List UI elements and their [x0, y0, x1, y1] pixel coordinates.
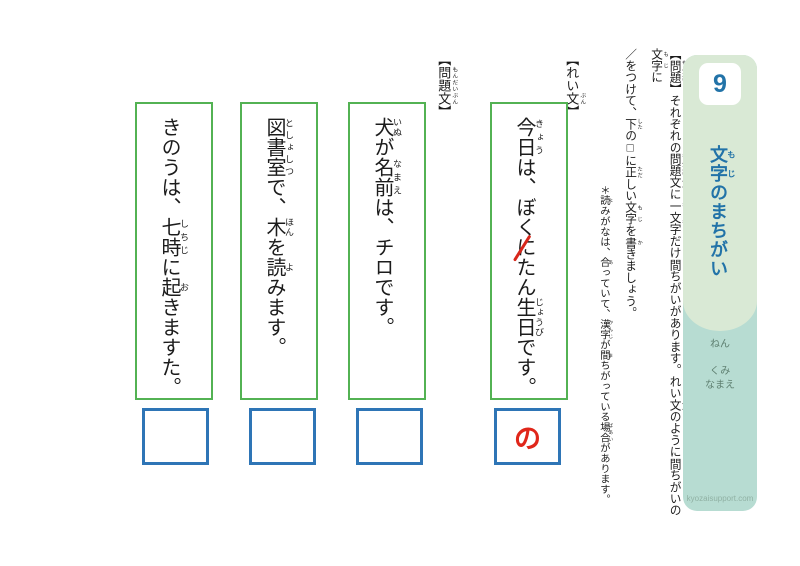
- problem-3-sentence: きのうは、七時しちじに起おきますた。: [158, 117, 189, 397]
- lesson-number: 9: [713, 69, 727, 98]
- field-name-label[interactable]: なまえ: [705, 380, 735, 391]
- sidebar: 9 文字もじのまちがい ねん くみ なまえ kyozaisupport.com: [683, 55, 757, 511]
- problem-2-sentence-box: 図書室としょしつで、木ほんを読よみます。: [240, 102, 318, 400]
- instructions-line1: 【問題もんだい】それぞれの問題文もんだいぶんに一文字ひともじだけ間まちがいがあり…: [649, 48, 687, 517]
- example-section-label: 【れい文ぶん】: [564, 53, 585, 118]
- field-year-label[interactable]: ねん: [710, 339, 730, 350]
- example-sentence-box: 今日きょうは、ぼくにたん生日じょうびです。: [490, 102, 568, 400]
- problem-2-answer-box[interactable]: [249, 408, 316, 465]
- problem-3-answer-box[interactable]: [142, 408, 209, 465]
- example-answer: の: [514, 424, 541, 454]
- problem-1-sentence-box: 犬いぬが名前なまえは、チロです。: [348, 102, 426, 400]
- problem-1-answer-box[interactable]: [356, 408, 423, 465]
- example-answer-box[interactable]: の: [494, 408, 561, 465]
- problem-2-sentence: 図書室としょしつで、木ほんを読よみます。: [263, 117, 294, 357]
- instructions-note: ＊読よみがなは、合あっていて、漢字かんじが間まちがっている場合ばあいがあります。: [597, 185, 614, 505]
- field-class-label[interactable]: くみ: [709, 366, 731, 377]
- problem-1-sentence: 犬いぬが名前なまえは、チロです。: [371, 117, 402, 337]
- problem-3-sentence-box: きのうは、七時しちじに起おきますた。: [135, 102, 213, 400]
- example-sentence: 今日きょうは、ぼくにたん生日じょうびです。: [513, 117, 544, 397]
- problems-section-label: 【問題文もんだいぶん】: [436, 53, 457, 118]
- lesson-number-badge: 9: [699, 63, 741, 105]
- watermark: kyozaisupport.com: [686, 494, 754, 503]
- instructions-line2: ／をつけて、下したの□に正ただしい文字もじを書かきましょう。: [623, 48, 643, 319]
- worksheet-title: 文字もじのまちがい: [707, 145, 736, 278]
